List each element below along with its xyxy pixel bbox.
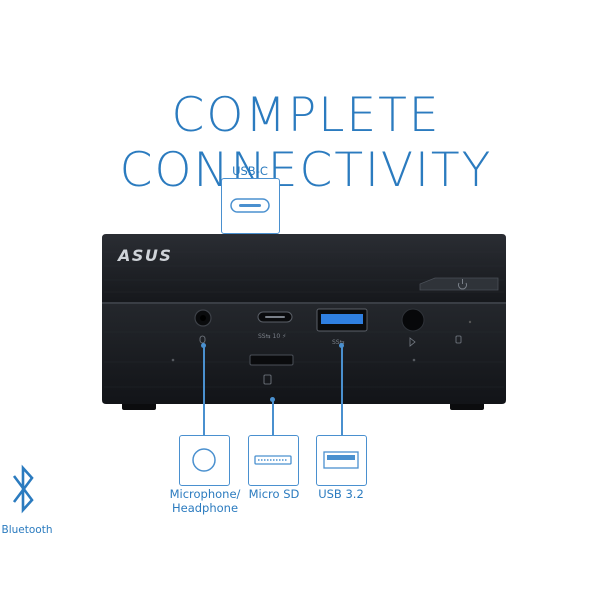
usb-32-connector-dot (339, 343, 344, 348)
headline: COMPLETE CONNECTIVITY (119, 88, 493, 198)
microphone-connector-line (203, 347, 205, 436)
power-icon (458, 279, 467, 290)
usb-c-port-icon (230, 198, 270, 213)
micro-sd-label: Micro SD (248, 487, 300, 501)
micro-sd-slot (249, 354, 294, 366)
usb-32-callout-box (316, 435, 367, 486)
microphone-label: Microphone/ Headphone (169, 487, 241, 515)
bluetooth-label: Bluetooth (1, 524, 53, 536)
usb-a-marking: SS⇆ (332, 339, 345, 346)
micro-sd-callout-box (248, 435, 299, 486)
usb-32-label: USB 3.2 (318, 487, 364, 501)
microphone-connector-dot (201, 343, 206, 348)
asus-logo: ASUS (116, 246, 172, 265)
device-top-panel (102, 234, 506, 302)
usb-a-port-icon (323, 451, 359, 469)
device-seam (102, 302, 506, 304)
device-front-panel (102, 304, 506, 404)
bluetooth-icon (12, 464, 34, 514)
micro-sd-slot-icon (254, 455, 292, 465)
usb-32-connector-line (341, 347, 343, 436)
audio-jack-icon (192, 448, 216, 472)
microphone-callout-box (179, 435, 230, 486)
micro-sd-connector-dot (270, 397, 275, 402)
usb-c-label: USB-C (232, 164, 268, 178)
round-button (401, 308, 425, 332)
micro-sd-connector-line (272, 400, 274, 435)
usb-c-callout-box (221, 178, 280, 234)
usb-c-marking: SS⇆ 10 ⚡ (258, 333, 286, 340)
mini-pc: ASUS SS⇆ 10 ⚡ SS⇆ (102, 234, 506, 410)
